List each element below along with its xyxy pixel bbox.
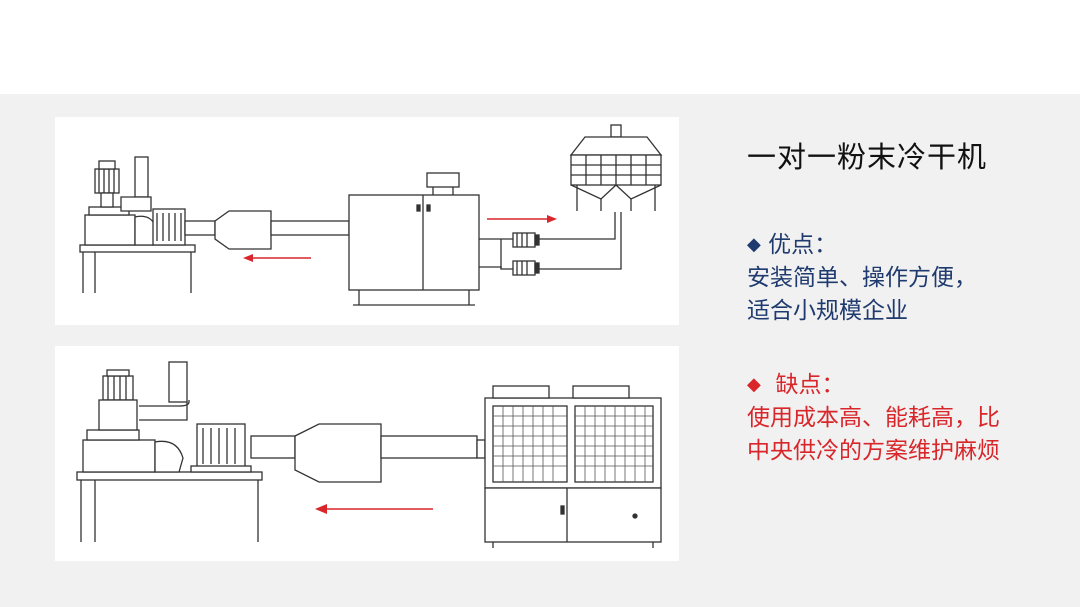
- mill-icon: [84, 206, 186, 246]
- pros-heading-line: ◆ 优点：: [747, 228, 977, 262]
- outlet-pipe-icon: [139, 361, 190, 421]
- pros-line: 适合小规模企业: [747, 298, 908, 324]
- cons-heading-line: ◆ 缺点：: [747, 368, 1000, 402]
- outlet-pipe-icon: [120, 156, 152, 212]
- diamond-bullet-icon: ◆: [747, 234, 761, 255]
- mill-stand-icon: [79, 244, 196, 293]
- diagram-mill-cooling-tower: [79, 124, 663, 306]
- cons-heading: 缺点：: [775, 372, 845, 398]
- motor-icon: [98, 369, 138, 431]
- cooling-tower-icon: [569, 124, 663, 211]
- diagram-panel-top: [55, 117, 679, 325]
- diagram-mill-air-chiller: [76, 361, 662, 548]
- mill-icon: [82, 423, 252, 473]
- pros-heading: 优点：: [768, 232, 838, 258]
- diagram-panel-bottom: [55, 346, 679, 561]
- air-chiller-icon: [476, 385, 662, 548]
- pump-icon: [512, 232, 540, 276]
- page-title: 一对一粉末冷干机: [747, 140, 988, 174]
- mill-stand-icon: [76, 471, 263, 542]
- duct-icon: [184, 210, 350, 250]
- flow-arrow-left-icon: [243, 254, 311, 262]
- flow-arrow-right-icon: [487, 215, 557, 223]
- dryer-cabinet-icon: [348, 172, 480, 306]
- motor-icon: [94, 160, 120, 208]
- flow-arrow-left-icon: [315, 504, 433, 514]
- cons-section: ◆ 缺点： 使用成本高、能耗高，比 中央供冷的方案维护麻烦: [747, 368, 1000, 468]
- cons-line: 中央供冷的方案维护麻烦: [747, 438, 1000, 464]
- pros-line: 安装简单、操作方便，: [747, 265, 977, 291]
- duct-icon: [250, 423, 478, 483]
- pros-section: ◆ 优点： 安装简单、操作方便， 适合小规模企业: [747, 228, 977, 328]
- diamond-bullet-icon: ◆: [747, 374, 761, 395]
- cons-line: 使用成本高、能耗高，比: [747, 405, 1000, 431]
